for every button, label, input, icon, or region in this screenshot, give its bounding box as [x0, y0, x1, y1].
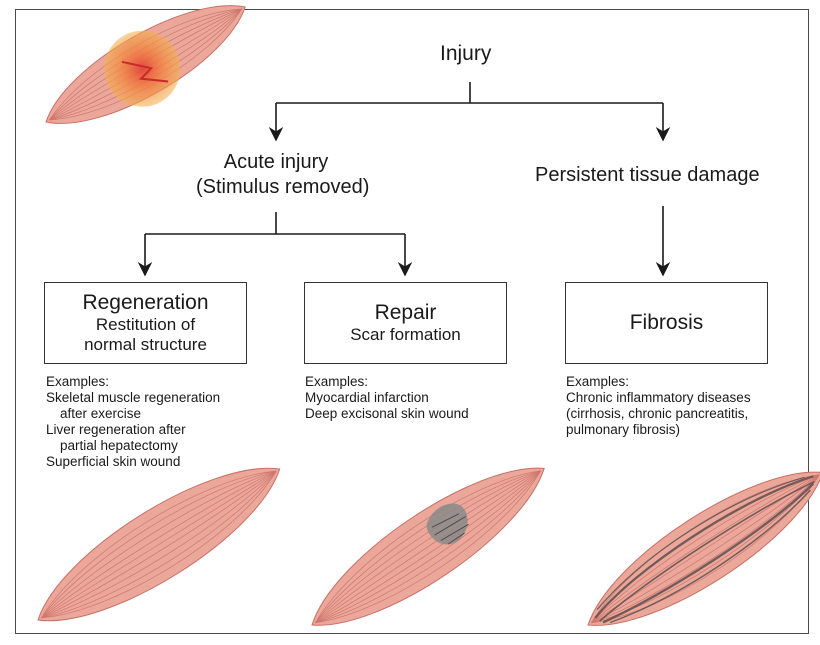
regeneration-examples: Examples: Skeletal muscle regeneration a… [46, 374, 220, 470]
example-item: partial hepatectomy [46, 438, 220, 454]
fibrosis-examples: Examples: Chronic inflammatory diseases … [566, 374, 751, 438]
regenerated-muscle-illustration [20, 440, 298, 645]
regeneration-title: Regeneration [82, 291, 208, 315]
example-item: Myocardial infarction [305, 390, 469, 406]
regeneration-box: Regeneration Restitution of normal struc… [44, 282, 247, 364]
acute-injury-line2: (Stimulus removed) [196, 175, 356, 200]
root-label: Injury [440, 42, 491, 66]
example-item: Chronic inflammatory diseases [566, 390, 751, 406]
repair-examples-heading: Examples: [305, 374, 469, 390]
repair-subtitle: Scar formation [350, 325, 461, 345]
regeneration-subtitle-line1: Restitution of [96, 315, 195, 335]
example-item: Deep excisonal skin wound [305, 406, 469, 422]
example-item: pulmonary fibrosis) [566, 422, 751, 438]
fibrosis-box: Fibrosis [565, 282, 768, 364]
persistent-damage-label: Persistent tissue damage [535, 164, 760, 187]
example-item: (cirrhosis, chronic pancreatitis, [566, 406, 751, 422]
repair-box: Repair Scar formation [304, 282, 507, 364]
repair-title: Repair [375, 301, 437, 325]
regeneration-subtitle-line2: normal structure [84, 335, 207, 355]
example-item: Skeletal muscle regeneration [46, 390, 220, 406]
injured-muscle-illustration [28, 0, 265, 157]
fibrotic-muscle-illustration [570, 445, 820, 645]
example-item: after exercise [46, 406, 220, 422]
acute-injury-label: Acute injury (Stimulus removed) [196, 150, 356, 200]
repaired-muscle-illustration [294, 441, 563, 645]
regeneration-examples-heading: Examples: [46, 374, 220, 390]
fibrosis-title: Fibrosis [630, 311, 704, 335]
fibrosis-examples-heading: Examples: [566, 374, 751, 390]
example-item: Liver regeneration after [46, 422, 220, 438]
acute-injury-line1: Acute injury [196, 150, 356, 175]
example-item: Superficial skin wound [46, 454, 220, 470]
repair-examples: Examples: Myocardial infarction Deep exc… [305, 374, 469, 422]
